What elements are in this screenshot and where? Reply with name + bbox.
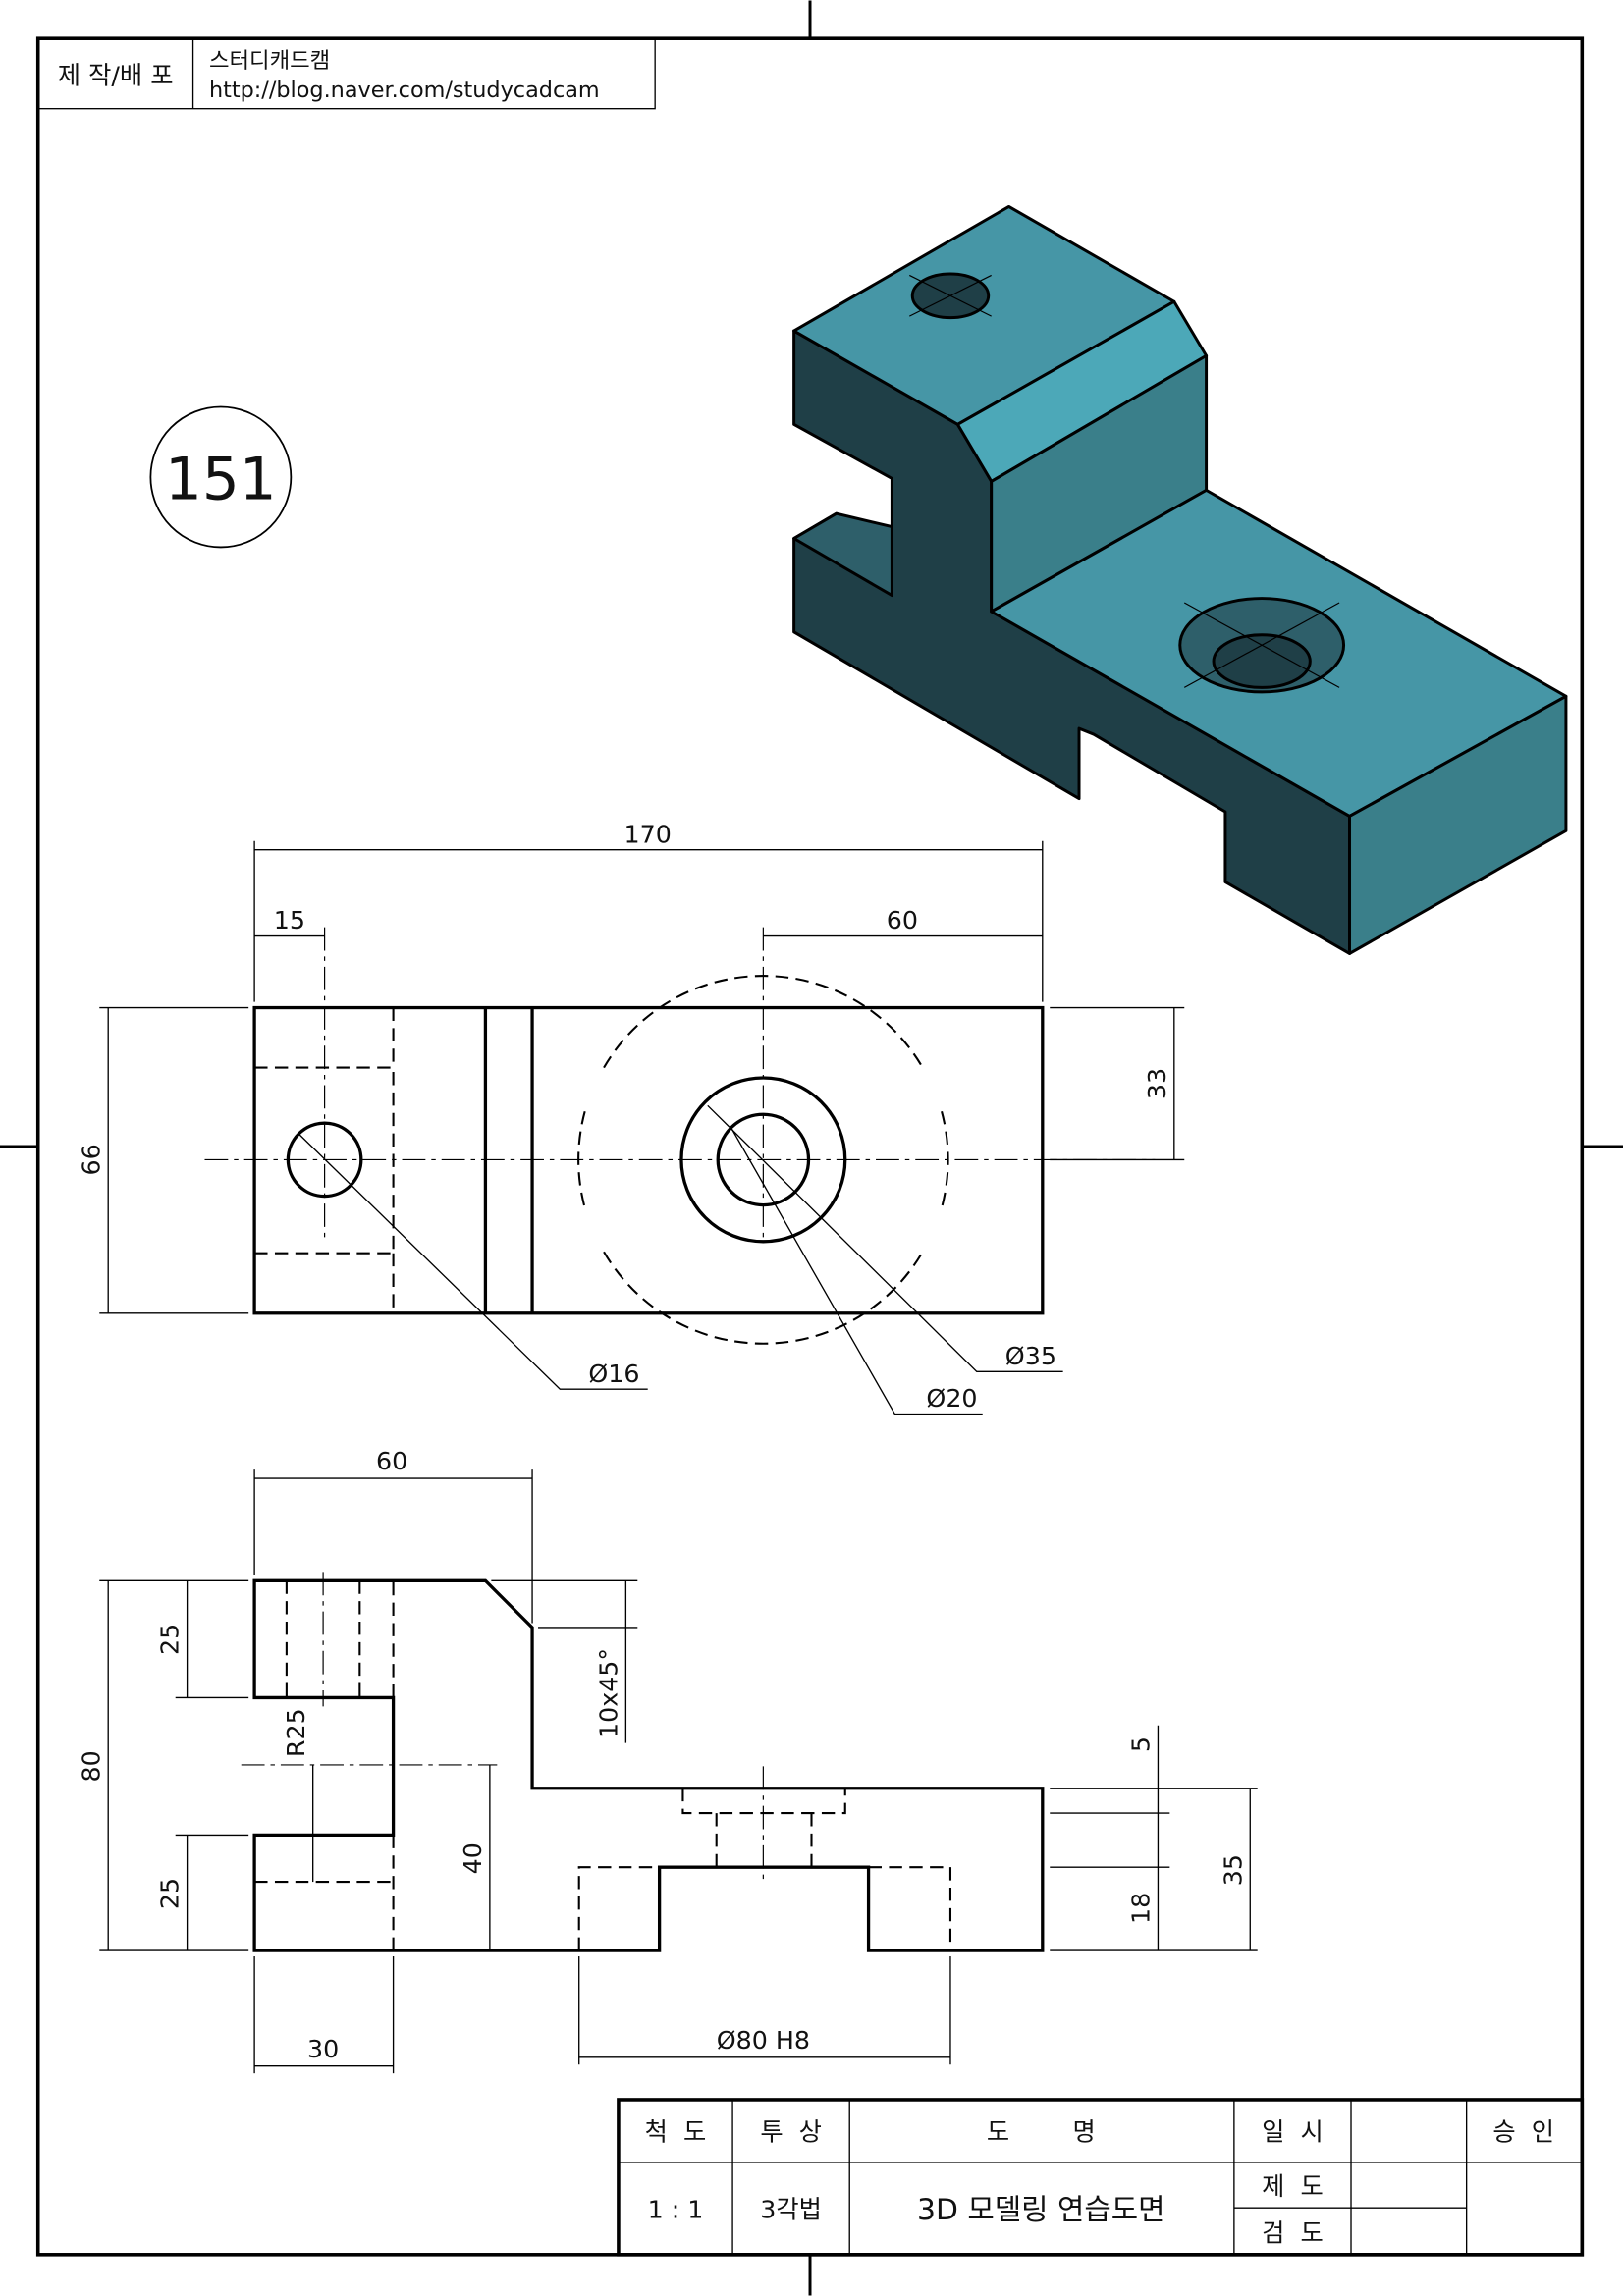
- approval-label: 승 인: [1492, 2118, 1554, 2147]
- dim-r25: R25: [282, 1708, 310, 1757]
- dim-40: 40: [459, 1842, 487, 1874]
- dim-dia16: Ø16: [588, 1360, 639, 1388]
- dim-170: 170: [624, 820, 672, 848]
- dim-dia35: Ø35: [1005, 1342, 1056, 1370]
- dim-60-top: 60: [887, 906, 918, 934]
- dim-5: 5: [1127, 1736, 1156, 1752]
- drawing-number-badge: 151: [149, 405, 293, 549]
- dim-15: 15: [274, 906, 305, 934]
- iso-end-face: [1348, 694, 1568, 955]
- date-label: 일 시: [1262, 2118, 1324, 2147]
- dim-dia20: Ø20: [926, 1384, 977, 1413]
- dim-35: 35: [1218, 1854, 1247, 1886]
- drawing-name-value: 3D 모델링 연습도면: [917, 2193, 1164, 2227]
- dim-dia80: Ø80 H8: [717, 2026, 810, 2055]
- title-block: 척 도 투 상 도 명 일 시 승 인 1 : 1 3각법 3D 모델링 연습도…: [617, 2098, 1585, 2257]
- front-view: 60 80 25 25 R25 40 10x45° 5 35 18 30 Ø80…: [77, 1447, 1258, 2074]
- dim-30: 30: [307, 2035, 339, 2063]
- dim-80: 80: [77, 1750, 105, 1782]
- dim-60-front: 60: [376, 1447, 407, 1475]
- header-url: http://blog.naver.com/studycadcam: [209, 78, 600, 103]
- drawn-label: 제 도: [1262, 2172, 1324, 2201]
- projection-value: 3각법: [760, 2196, 822, 2224]
- dim-33: 33: [1143, 1068, 1171, 1099]
- top-view: 170 15 60 33 66 Ø16 Ø35 Ø20: [77, 820, 1185, 1415]
- header-box: 제 작/배 포 스터디캐드캠 http://blog.naver.com/stu…: [37, 37, 656, 110]
- scale-label: 척 도: [645, 2118, 707, 2147]
- iso-through-hole: [1212, 633, 1312, 689]
- header-company: 스터디캐드캠: [209, 48, 330, 74]
- drawing-number: 151: [165, 446, 277, 513]
- scale-value: 1 : 1: [648, 2196, 704, 2224]
- dim-18: 18: [1127, 1893, 1156, 1924]
- checked-label: 검 도: [1262, 2218, 1324, 2247]
- dim-25-upper: 25: [156, 1624, 185, 1655]
- drawing-name-label: 도 명: [987, 2118, 1096, 2147]
- dim-66: 66: [77, 1144, 105, 1175]
- projection-label: 투 상: [760, 2118, 822, 2147]
- dim-chamfer: 10x45°: [594, 1648, 622, 1738]
- dim-25-lower: 25: [156, 1878, 185, 1909]
- header-label: 제 작/배 포: [58, 61, 174, 89]
- isometric-view: [792, 204, 1568, 955]
- iso-slot: [792, 511, 893, 598]
